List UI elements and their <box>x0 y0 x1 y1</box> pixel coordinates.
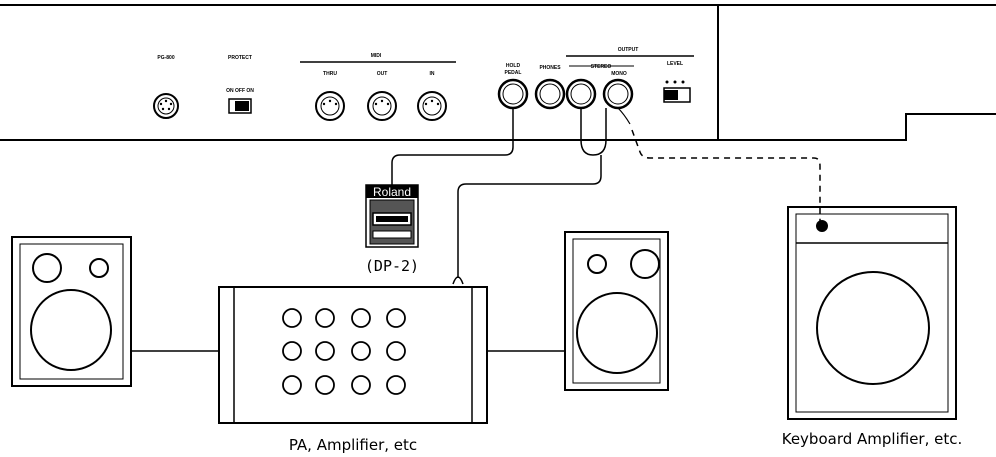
protect-label: PROTECT <box>228 55 252 61</box>
cables <box>131 107 821 352</box>
level-switch <box>663 80 691 103</box>
pedal-brand: Roland <box>373 185 411 199</box>
output-label: OUTPUT <box>618 47 639 53</box>
midi-out-label: OUT <box>377 71 388 77</box>
midi-in-label: IN <box>430 71 435 77</box>
phones-jack <box>534 78 566 110</box>
pg-800-connector: PG-800 <box>153 55 179 119</box>
midi-out-port <box>367 91 397 121</box>
mono-label: MONO <box>611 71 627 77</box>
protect-positions: ON OFF ON <box>226 88 254 94</box>
midi-thru-port <box>315 91 345 121</box>
keyboard-amplifier <box>787 206 957 420</box>
hold-label-2: PEDAL <box>505 70 522 76</box>
phones-label: PHONES <box>539 65 561 71</box>
midi-in-port <box>417 91 447 121</box>
jack-section: HOLD PEDAL PHONES OUTPUT STEREO MONO LEV… <box>497 47 694 110</box>
pg-800-label: PG-800 <box>157 55 174 61</box>
midi-label: MIDI <box>371 53 382 59</box>
left-speaker <box>11 236 132 387</box>
level-label: LEVEL <box>667 61 683 67</box>
output-stereo-jack <box>565 78 597 110</box>
output-mono-jack <box>602 78 634 110</box>
hold-pedal-jack <box>497 78 529 110</box>
pa-knobs <box>282 308 406 395</box>
pedal-model-label: (DP-2) <box>365 257 419 275</box>
keyboard-amp-caption: Keyboard Amplifier, etc. <box>782 430 963 448</box>
pa-amplifier <box>218 286 488 424</box>
rear-panel <box>0 4 996 141</box>
keyboard-amp-input-jack <box>816 220 828 232</box>
hold-label-1: HOLD <box>506 63 521 69</box>
right-speaker <box>564 231 669 391</box>
dp-2-pedal: Roland (DP-2) <box>365 184 419 275</box>
protect-switch: PROTECT ON OFF ON <box>226 55 254 114</box>
stereo-label: STEREO <box>591 64 612 70</box>
midi-thru-label: THRU <box>323 71 337 77</box>
pa-caption: PA, Amplifier, etc <box>289 436 417 454</box>
midi-section: MIDI THRU OUT IN <box>300 53 456 121</box>
